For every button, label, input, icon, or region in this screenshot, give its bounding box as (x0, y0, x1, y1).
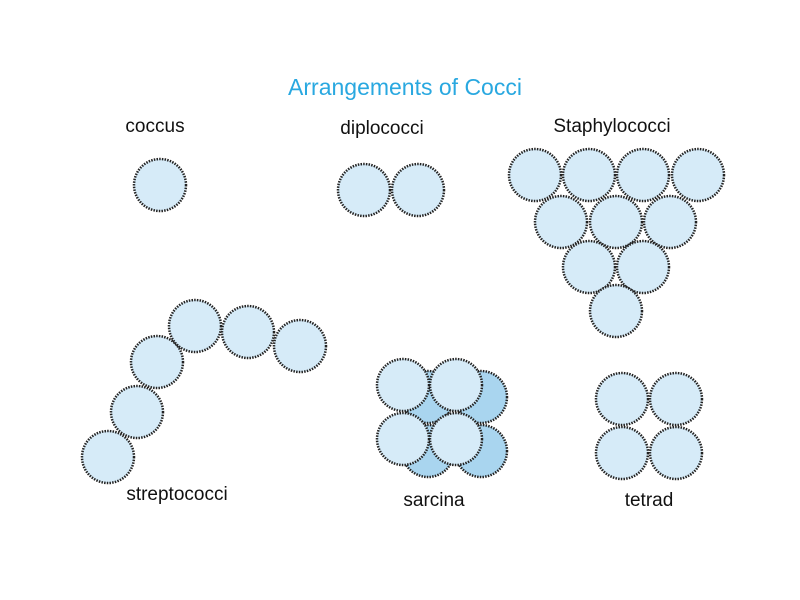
label-sarcina: sarcina (403, 490, 465, 511)
coccus-cell (507, 147, 563, 203)
coccus-cell (428, 357, 484, 413)
coccus-cell (648, 425, 704, 481)
coccus-cell (615, 147, 671, 203)
coccus-cell (167, 298, 223, 354)
label-coccus: coccus (125, 116, 185, 137)
diplococci-group (336, 162, 446, 218)
coccus-cell (80, 429, 136, 485)
coccus-cell (642, 194, 698, 250)
coccus-cell (390, 162, 446, 218)
diagram-title: Arrangements of Cocci (288, 74, 522, 100)
coccus-cell (648, 371, 704, 427)
coccus-cell (615, 239, 671, 295)
coccus-cell (375, 411, 431, 467)
coccus-cell (220, 304, 276, 360)
label-diplococci: diplococci (340, 118, 424, 139)
coccus-cell (594, 425, 650, 481)
coccus-cell (588, 194, 644, 250)
tetrad-group (594, 371, 704, 481)
staphylococci-group (507, 147, 726, 339)
coccus-cell (428, 411, 484, 467)
coccus-cell (561, 147, 617, 203)
coccus-cell (375, 357, 431, 413)
coccus-cell (129, 334, 185, 390)
coccus-cell (588, 283, 644, 339)
coccus-group (132, 157, 188, 213)
coccus-cell (132, 157, 188, 213)
coccus-cell (561, 239, 617, 295)
label-streptococci: streptococci (126, 484, 228, 505)
coccus-cell (109, 384, 165, 440)
coccus-cell (670, 147, 726, 203)
coccus-cell (594, 371, 650, 427)
streptococci-group (80, 298, 328, 485)
label-staphylococci: Staphylococci (553, 116, 671, 137)
coccus-cell (272, 318, 328, 374)
label-tetrad: tetrad (624, 490, 674, 511)
coccus-cell (533, 194, 589, 250)
coccus-cell (336, 162, 392, 218)
sarcina-front-group (375, 357, 484, 467)
